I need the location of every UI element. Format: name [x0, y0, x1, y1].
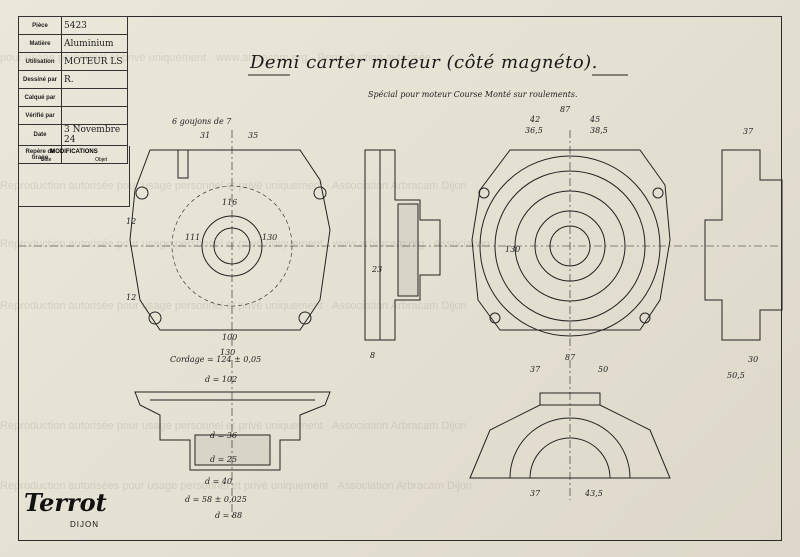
- dim-label: 23: [371, 265, 382, 274]
- dim-label: 130: [262, 233, 277, 242]
- dim-label: 130: [220, 348, 235, 357]
- brand-city: DIJON: [70, 520, 99, 529]
- modifications-heading: MODIFICATIONS: [50, 149, 98, 155]
- dim-label: 50,5: [727, 371, 745, 380]
- dim-label: 37: [530, 365, 541, 374]
- dim-label: d = 36: [210, 431, 237, 440]
- dim-label: 42: [529, 115, 540, 124]
- dim-label: d = 40: [205, 477, 232, 486]
- dim-label: 35: [248, 131, 258, 140]
- watermark-line: Reproduction autorisée pour usage person…: [0, 238, 490, 250]
- dim-label: Cordage = 124 ± 0,05: [170, 355, 261, 364]
- dim-label: d = 25: [210, 455, 237, 464]
- dim-label: 116: [222, 198, 237, 207]
- watermark-line: Reproduction autorisées pour usage perso…: [0, 480, 473, 492]
- dim-label: 37: [530, 489, 541, 498]
- dim-label: 12: [126, 293, 136, 302]
- watermark-line: Reproduction autorisée pour usage person…: [0, 420, 467, 432]
- drawing-title: Demi carter moteur (côté magnéto).: [250, 52, 598, 73]
- dim-label: 111: [185, 233, 200, 242]
- mod-objet-label: Objet: [95, 157, 108, 163]
- dim-label: d = 102: [205, 375, 237, 384]
- dim-label: 100: [222, 333, 237, 342]
- dim-label: 37: [743, 127, 754, 136]
- brand-logo: Terrot: [24, 488, 107, 517]
- modifications-box: MODIFICATIONS Date Objet: [18, 146, 130, 207]
- mod-date-label: Date: [40, 157, 52, 163]
- dim-label: 8: [370, 351, 375, 360]
- dim-label: 45: [589, 115, 600, 124]
- dim-label: d = 88: [215, 511, 242, 520]
- dim-label: 50: [598, 365, 608, 374]
- drawing-subtitle: Spécial pour moteur Course Monté sur rou…: [368, 90, 578, 99]
- dim-label: 31: [200, 131, 210, 140]
- dim-label: 130: [505, 245, 520, 254]
- dim-label: 38,5: [590, 126, 608, 135]
- dim-label: 43,5: [584, 489, 603, 498]
- dim-label: 87: [565, 353, 576, 362]
- dim-label: d = 58 ± 0,025: [185, 495, 247, 504]
- dim-label: 30: [748, 355, 758, 364]
- dim-label: 87: [560, 105, 571, 114]
- dim-label: 6 goujons de 7: [172, 117, 232, 126]
- dim-label: 12: [126, 217, 136, 226]
- dim-label: 36,5: [525, 126, 543, 135]
